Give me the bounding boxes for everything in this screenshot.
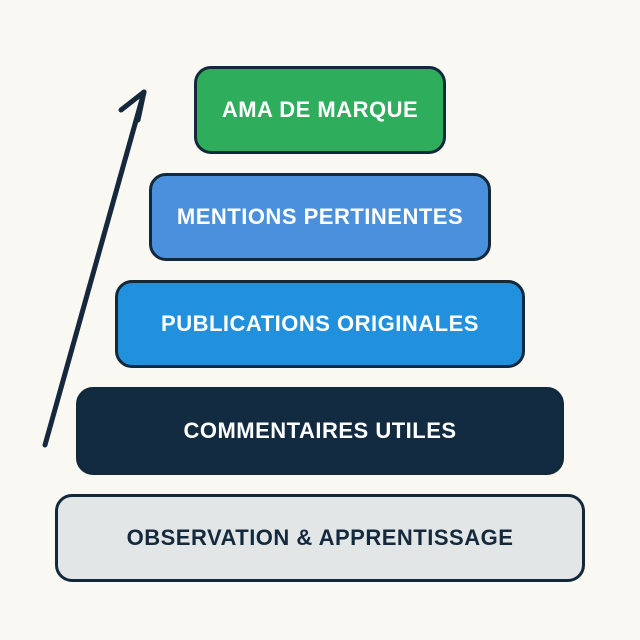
pyramid-level-observation: OBSERVATION & APPRENTISSAGE [55,494,585,582]
pyramid-level-brand-ama-label: AMA DE MARQUE [221,97,419,122]
pyramid-level-mentions: MENTIONS PERTINENTES [149,173,491,261]
pyramid-level-publications-label: PUBLICATIONS ORIGINALES [161,311,479,336]
pyramid-level-comments: COMMENTAIRES UTILES [76,387,564,475]
pyramid-level-brand-ama: AMA DE MARQUE [194,66,446,154]
pyramid-level-publications: PUBLICATIONS ORIGINALES [115,280,525,368]
pyramid-stack: AMA DE MARQUE MENTIONS PERTINENTES PUBLI… [0,66,640,582]
pyramid-level-comments-label: COMMENTAIRES UTILES [183,418,457,443]
pyramid-level-observation-label: OBSERVATION & APPRENTISSAGE [126,525,514,550]
pyramid-level-mentions-label: MENTIONS PERTINENTES [176,204,464,229]
